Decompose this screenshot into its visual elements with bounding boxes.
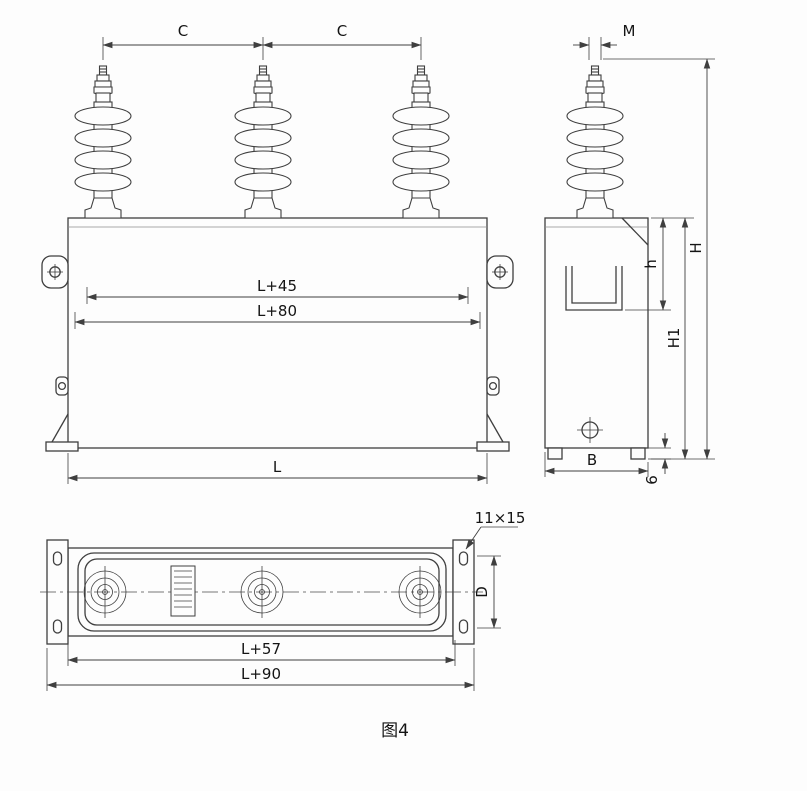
dim-label-h-small: h	[642, 259, 660, 269]
dim-label-m: M	[623, 22, 636, 40]
dim-label-h-total: H	[687, 242, 705, 253]
dim-l: L	[67, 453, 488, 484]
dim-m: M	[573, 22, 635, 60]
dim-h1: H1	[651, 217, 715, 460]
dim-six: 6	[643, 433, 671, 485]
dim-label-d: D	[473, 586, 491, 598]
dim-h-total: H	[603, 58, 715, 460]
dim-l45: L+45	[86, 277, 469, 304]
insulator-bushing-center	[234, 65, 292, 219]
terminal-right	[398, 566, 442, 618]
dim-label-l: L	[273, 458, 282, 476]
top-view: 11×15 D L+57 L+90	[40, 509, 525, 691]
dim-l80: L+80	[74, 302, 481, 329]
dim-label-six: 6	[643, 475, 661, 485]
front-tank-body	[41, 217, 514, 452]
insulator-bushing-right	[392, 65, 450, 219]
side-tank-body	[544, 217, 649, 460]
dim-label-c-right: C	[337, 22, 347, 40]
terminal-center	[240, 566, 284, 618]
terminal-left	[83, 566, 127, 618]
dim-slot: 11×15	[465, 509, 526, 550]
dim-l57: L+57	[67, 640, 456, 666]
dim-label-l57: L+57	[241, 640, 281, 658]
nameplate	[170, 565, 196, 617]
dim-label-c-left: C	[178, 22, 188, 40]
front-view: C C L+45 L+80 L	[41, 22, 514, 484]
insulator-bushing-side	[566, 65, 624, 219]
dim-label-l90: L+90	[241, 665, 281, 683]
side-view: M h H1 H B 6	[544, 22, 715, 485]
dim-c-spacing: C C	[102, 22, 422, 60]
dim-l90: L+90	[46, 648, 475, 691]
dim-label-slot: 11×15	[475, 509, 526, 527]
dim-label-b: B	[587, 451, 597, 469]
figure-caption: 图4	[381, 721, 409, 741]
dim-label-l80: L+80	[257, 302, 297, 320]
dim-b: B	[544, 451, 649, 477]
insulator-bushing-left	[74, 65, 132, 219]
dim-label-l45: L+45	[257, 277, 297, 295]
dim-d: D	[473, 555, 501, 629]
dim-label-h1: H1	[665, 328, 683, 349]
